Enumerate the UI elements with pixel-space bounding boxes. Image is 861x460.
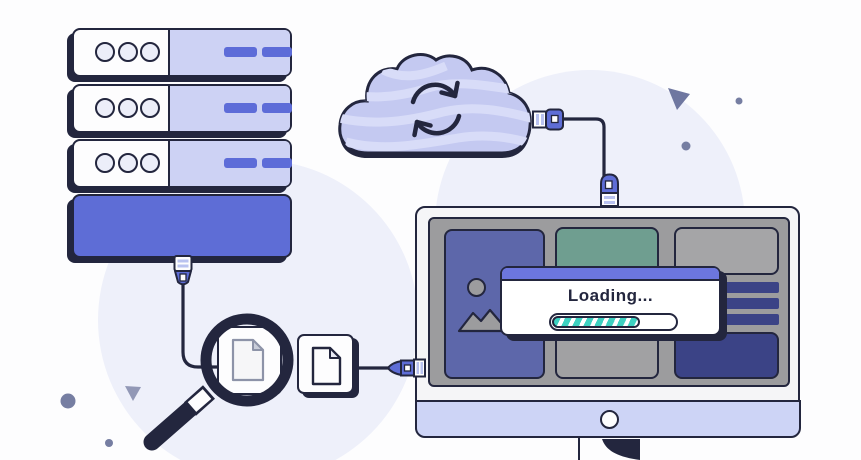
text-line-bar bbox=[701, 281, 779, 293]
server-led-icon bbox=[118, 153, 138, 173]
text-line-bar bbox=[701, 313, 779, 325]
screen-card-image bbox=[443, 228, 545, 379]
dot-decor bbox=[735, 97, 743, 105]
server-led-icon bbox=[118, 42, 138, 62]
server-led-icon bbox=[95, 42, 115, 62]
server-data-dash bbox=[224, 47, 257, 57]
document-card bbox=[297, 334, 354, 394]
sync-icon bbox=[410, 80, 462, 138]
server-data-dash bbox=[224, 158, 257, 168]
server-data-dash bbox=[262, 47, 292, 57]
document-icon bbox=[311, 346, 342, 386]
screen-card-gray bbox=[554, 331, 659, 379]
loading-label: Loading... bbox=[567, 286, 654, 305]
server-led-icon bbox=[95, 153, 115, 173]
server-unit bbox=[72, 28, 292, 77]
dot-decor bbox=[105, 439, 113, 447]
server-unit-base bbox=[72, 194, 292, 258]
dialog-titlebar bbox=[502, 268, 719, 281]
server-led-icon bbox=[140, 153, 160, 173]
server-unit bbox=[72, 139, 292, 188]
server-led-icon bbox=[95, 98, 115, 118]
server-unit bbox=[72, 84, 292, 133]
server-panel bbox=[168, 86, 292, 131]
mountain-icon bbox=[457, 308, 509, 332]
screen-card-navy bbox=[673, 331, 779, 379]
power-button-icon bbox=[600, 410, 619, 429]
text-line-bar bbox=[701, 297, 779, 309]
server-data-dash bbox=[262, 158, 292, 168]
server-data-dash bbox=[224, 103, 257, 113]
image-placeholder-icon bbox=[467, 278, 486, 297]
server-panel bbox=[168, 141, 292, 186]
server-panel bbox=[168, 30, 292, 75]
server-led-icon bbox=[118, 98, 138, 118]
dot-decor bbox=[60, 393, 76, 409]
progress-bar bbox=[549, 313, 678, 331]
monitor: Loading... bbox=[414, 206, 801, 438]
progress-fill bbox=[552, 316, 640, 328]
loading-dialog: Loading... bbox=[500, 266, 721, 336]
server-led-icon bbox=[140, 98, 160, 118]
stand-shadow bbox=[602, 439, 640, 460]
server-led-icon bbox=[140, 42, 160, 62]
server-data-dash bbox=[262, 103, 292, 113]
